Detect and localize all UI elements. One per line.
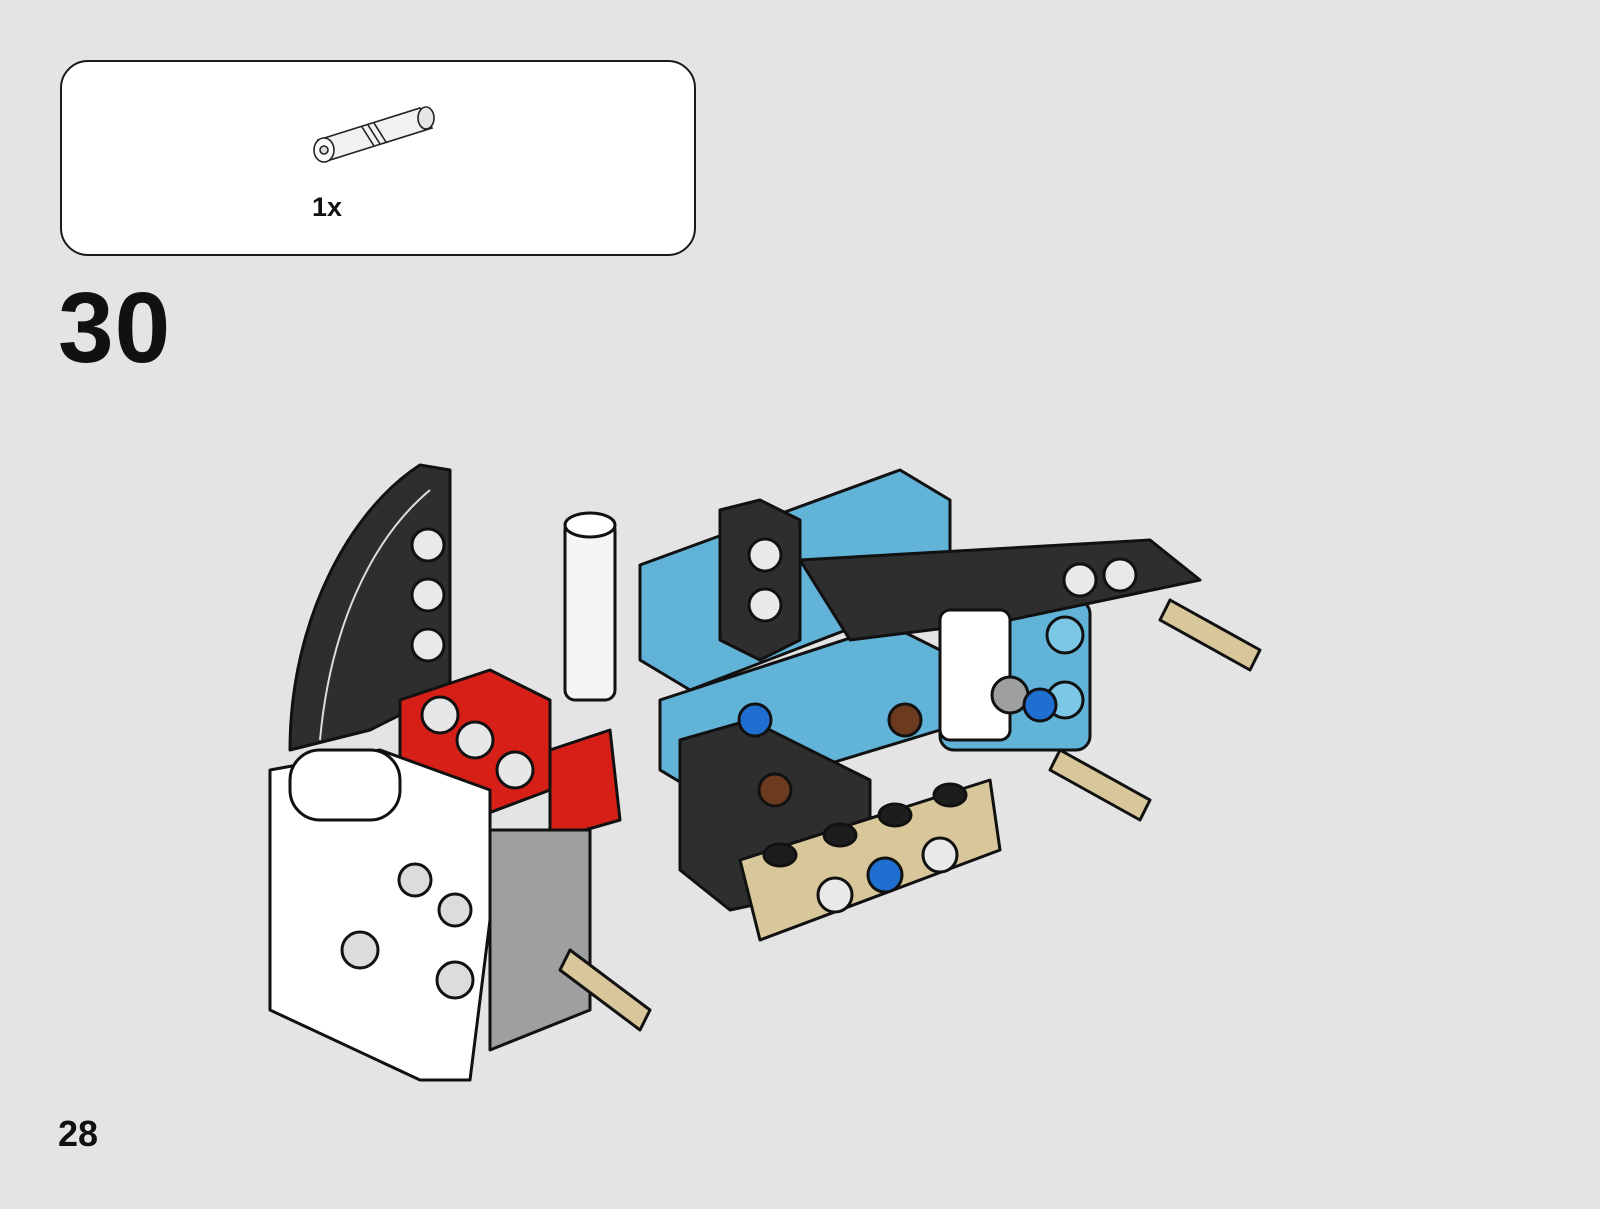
parts-callout-box: 1x — [60, 60, 696, 256]
step-number: 30 — [58, 278, 171, 378]
connector-pin-icon — [308, 100, 444, 174]
part-quantity: 1x — [312, 192, 342, 223]
lego-model-illustration — [250, 450, 1310, 1110]
page-number: 28 — [58, 1116, 98, 1152]
